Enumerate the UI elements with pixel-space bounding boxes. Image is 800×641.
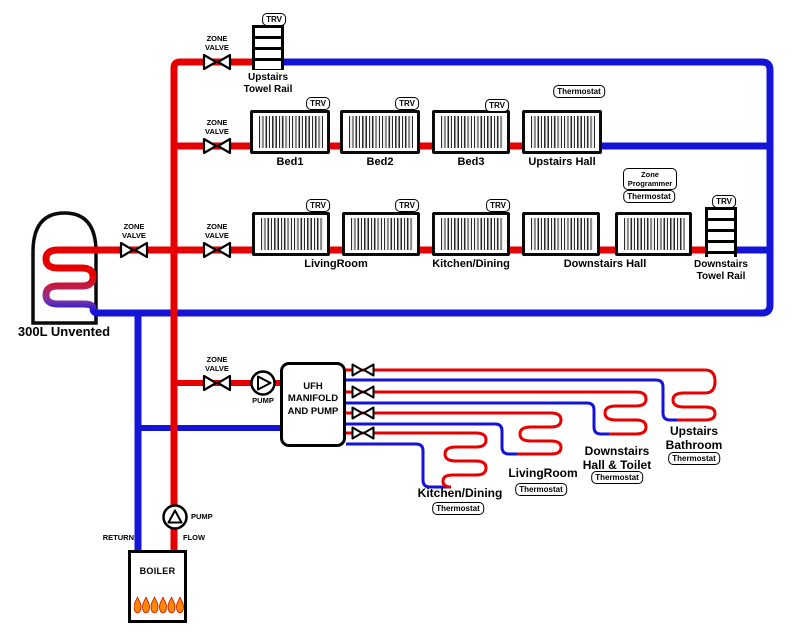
trv-badge: TRV (486, 199, 510, 212)
zone-valve-icon-towel-circuit (202, 53, 232, 76)
downstairs-towel-rail (705, 207, 737, 257)
pipe-ufh-flow-kitchen (346, 431, 488, 489)
zone-valve-icon-downstairs-circuit (202, 241, 232, 264)
ufh-pump-label: PUMP (252, 396, 274, 405)
zone-programmer-badge: Zone Programmer (623, 168, 677, 190)
pipe-ufh-flow-bathroom (346, 368, 717, 422)
trv-badge: TRV (306, 199, 330, 212)
radiator-label-kitchen-dining: Kitchen/Dining (432, 258, 510, 270)
radiator-fins (347, 116, 413, 148)
pipe-ufh-return-livingroom (346, 422, 517, 456)
ufh-label-upstairs-bathroom: Upstairs Bathroom (665, 424, 723, 452)
boiler-label: BOILER (139, 566, 176, 576)
zone-valve-label: ZONE VALVE (205, 34, 229, 52)
zone-valve-icon-ufh-circuit (202, 374, 232, 397)
zone-valve-label: ZONE VALVE (205, 222, 229, 240)
radiator-livingroom-2 (342, 212, 420, 256)
trv-badge: TRV (395, 199, 419, 212)
manifold-valve-icon-3 (351, 406, 375, 425)
trv-badge: TRV (712, 195, 736, 208)
zone-valve-label: ZONE VALVE (205, 118, 229, 136)
radiator-fins (349, 218, 413, 250)
ufh-manifold: UFH MANIFOLD AND PUMP (280, 362, 346, 447)
ufh-label-downstairs-hall-toilet: Downstairs Hall & Toilet (582, 444, 652, 472)
boiler-pump-label: PUMP (191, 512, 213, 521)
ufh-pump-icon (250, 370, 276, 396)
manifold-valve-icon-2 (351, 385, 375, 404)
radiator-label-bed3: Bed3 (457, 156, 485, 168)
manifold-valve-icon-4 (351, 426, 375, 445)
boiler-flames-icon (134, 596, 184, 614)
boiler-pump-icon (162, 504, 188, 530)
radiator-bed1 (250, 110, 330, 154)
pipe-ufh-return-bathroom (346, 378, 677, 422)
radiator-label-upstairs-hall: Upstairs Hall (528, 156, 596, 168)
upstairs-towel-rail-label: Upstairs Towel Rail (243, 72, 293, 95)
cylinder-coil (42, 246, 104, 317)
thermostat-badge-kitchen: Thermostat (432, 502, 484, 515)
radiator-fins (529, 116, 595, 148)
pipe-ufh-return-hall-toilet (346, 401, 609, 436)
upstairs-towel-rail (252, 25, 284, 70)
ufh-label-kitchen-dining: Kitchen/Dining (417, 486, 503, 500)
radiator-label-bed2: Bed2 (366, 156, 394, 168)
zone-valve-label: ZONE VALVE (205, 355, 229, 373)
pipe-ufh-flow-hall-toilet (346, 390, 648, 436)
boiler: BOILER (128, 550, 187, 623)
thermostat-badge-downstairs: Thermostat (623, 190, 675, 203)
radiator-fins (439, 218, 503, 250)
radiator-label-livingroom: LivingRoom (304, 258, 368, 270)
pipe-return-main-loop (94, 58, 774, 317)
flow-pipe-label: FLOW (183, 533, 206, 542)
manifold-valve-icon-1 (351, 363, 375, 382)
radiator-fins (439, 116, 503, 148)
pipe-ufh-flow-livingroom (346, 411, 563, 456)
radiator-kitchen-dining (432, 212, 510, 256)
zone-valve-label: ZONE VALVE (122, 222, 146, 240)
pipe-ufh-return-kitchen (346, 442, 451, 489)
radiator-downstairs-hall-1 (522, 212, 600, 256)
thermostat-badge-livingroom: Thermostat (515, 483, 567, 496)
radiator-upstairs-hall (522, 110, 602, 154)
radiator-fins (622, 218, 685, 250)
radiator-fins (529, 218, 593, 250)
radiator-label-downstairs-hall: Downstairs Hall (563, 258, 647, 270)
radiator-downstairs-hall-2 (615, 212, 692, 256)
towel-rail-bars (708, 207, 734, 257)
zone-valve-icon-upstairs-circuit (202, 137, 232, 160)
zone-valve-icon-cylinder (119, 241, 149, 264)
trv-badge: TRV (485, 99, 509, 112)
radiator-fins (257, 116, 323, 148)
radiator-fins (259, 218, 323, 250)
thermostat-badge-hall-toilet: Thermostat (591, 471, 643, 484)
trv-badge: TRV (395, 97, 419, 110)
radiator-label-bed1: Bed1 (276, 156, 304, 168)
return-pipes (94, 58, 774, 551)
cylinder-label: 300L Unvented (17, 324, 111, 339)
thermostat-badge-bathroom: Thermostat (668, 452, 720, 465)
thermostat-badge-upstairs-hall: Thermostat (553, 85, 605, 98)
trv-badge: TRV (262, 13, 286, 26)
towel-rail-bars (255, 25, 281, 70)
return-pipe-label: RETURN (102, 533, 134, 542)
downstairs-towel-rail-label: Downstairs Towel Rail (694, 259, 748, 282)
radiator-livingroom-1 (252, 212, 330, 256)
pipe-flow-main (170, 58, 255, 551)
trv-badge: TRV (306, 97, 330, 110)
radiator-bed3 (432, 110, 510, 154)
radiator-bed2 (340, 110, 420, 154)
ufh-label-livingroom: LivingRoom (508, 466, 578, 480)
